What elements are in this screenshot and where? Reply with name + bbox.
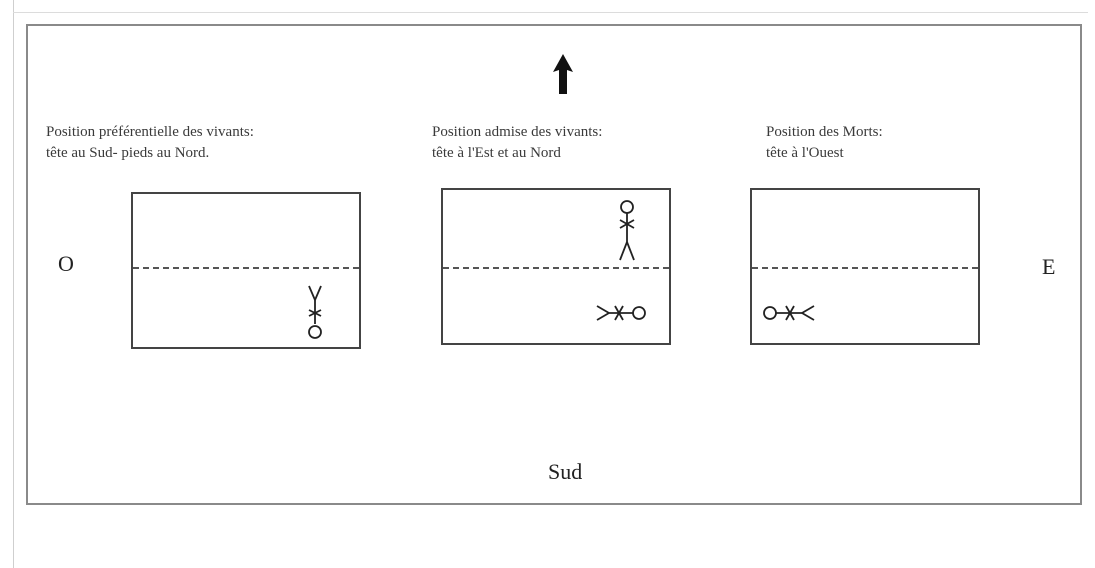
- stick-figure-icon: [308, 285, 322, 339]
- caption-living-preferred: Position préférentielle des vivants: têt…: [46, 122, 254, 164]
- caption-line: Position admise des vivants:: [432, 124, 603, 140]
- burial-box-preferred: [131, 192, 361, 349]
- burial-box-admitted: [441, 188, 671, 345]
- caption-dead: Position des Morts: tête à l'Ouest: [766, 122, 883, 164]
- caption-line: tête à l'Ouest: [766, 145, 844, 161]
- caption-line: Position des Morts:: [766, 124, 883, 140]
- top-rule: [13, 12, 1088, 13]
- caption-line: tête au Sud- pieds au Nord.: [46, 145, 210, 161]
- caption-line: Position préférentielle des vivants:: [46, 124, 254, 140]
- stick-figure-icon: [596, 305, 646, 321]
- west-label: O: [58, 251, 74, 276]
- dashed-axis-line: [443, 267, 669, 269]
- stick-figure-icon: [763, 305, 815, 321]
- page-edge-line: [13, 0, 14, 568]
- south-label: Sud: [548, 459, 583, 484]
- burial-box-dead: [750, 188, 980, 345]
- dashed-axis-line: [752, 267, 978, 269]
- east-label: E: [1042, 254, 1056, 279]
- dashed-axis-line: [133, 267, 359, 269]
- stick-figure-icon: [619, 200, 635, 261]
- north-arrow-icon: [553, 54, 573, 94]
- diagram-frame: [26, 24, 1082, 505]
- caption-living-admitted: Position admise des vivants: tête à l'Es…: [432, 122, 602, 164]
- caption-line: tête à l'Est et au Nord: [432, 145, 561, 161]
